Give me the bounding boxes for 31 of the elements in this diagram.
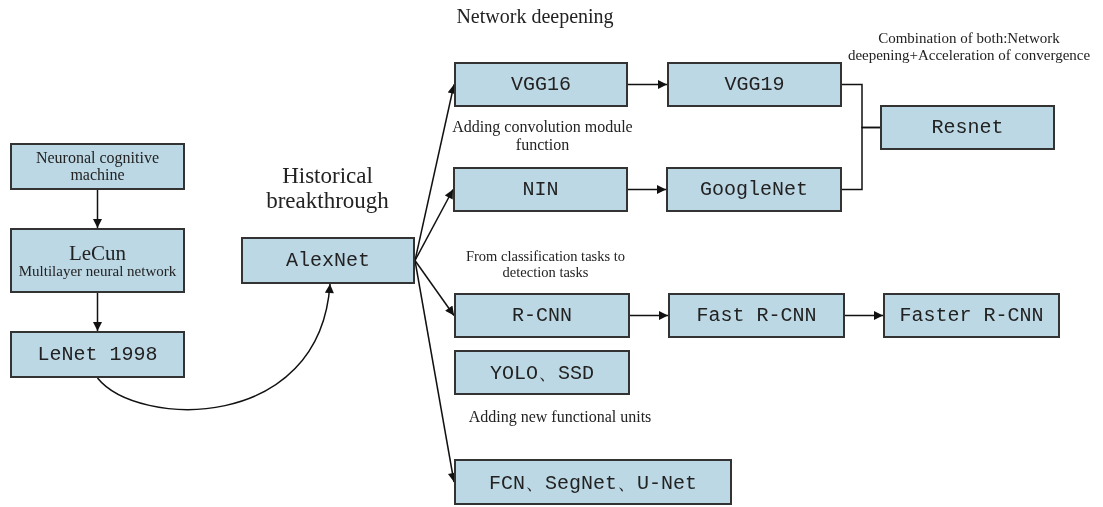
process-box: VGG19 — [667, 62, 842, 107]
process-box: Fast R-CNN — [668, 293, 845, 338]
arrow — [93, 292, 102, 332]
arrow — [627, 80, 668, 89]
connector-line — [841, 126, 881, 191]
heading-text: Adding new functional units — [467, 408, 653, 426]
process-box: FCN、SegNet、U-Net — [454, 459, 732, 505]
arrow — [844, 311, 884, 320]
process-box: R-CNN — [454, 293, 630, 338]
process-box: Resnet — [880, 105, 1055, 150]
arrow — [96, 283, 333, 410]
process-box: Faster R-CNN — [883, 293, 1060, 338]
process-box — [10, 228, 185, 293]
heading-text: Network deepening — [455, 5, 615, 27]
heading-text: Historical breakthrough — [265, 163, 390, 214]
arrow — [414, 259, 455, 317]
arrow — [629, 311, 669, 320]
process-box: NIN — [453, 167, 628, 212]
heading-text: Adding convolution module function — [451, 118, 634, 154]
process-box: GoogleNet — [666, 167, 842, 212]
arrow — [627, 185, 667, 194]
process-box: Neuronal cognitive machine — [10, 143, 185, 190]
process-box: YOLO、SSD — [454, 350, 630, 395]
box-subtitle: Multilayer neural network — [18, 263, 177, 279]
box-title: LeCun — [68, 242, 127, 264]
process-box: AlexNet — [241, 237, 415, 284]
heading-text: Combination of both:Network deepening+Acceleration of convergence — [846, 30, 1092, 63]
heading-text: From classification tasks to detection tasks — [464, 249, 627, 281]
process-box: LeNet 1998 — [10, 331, 185, 378]
process-box: VGG16 — [454, 62, 628, 107]
arrow — [93, 189, 102, 229]
